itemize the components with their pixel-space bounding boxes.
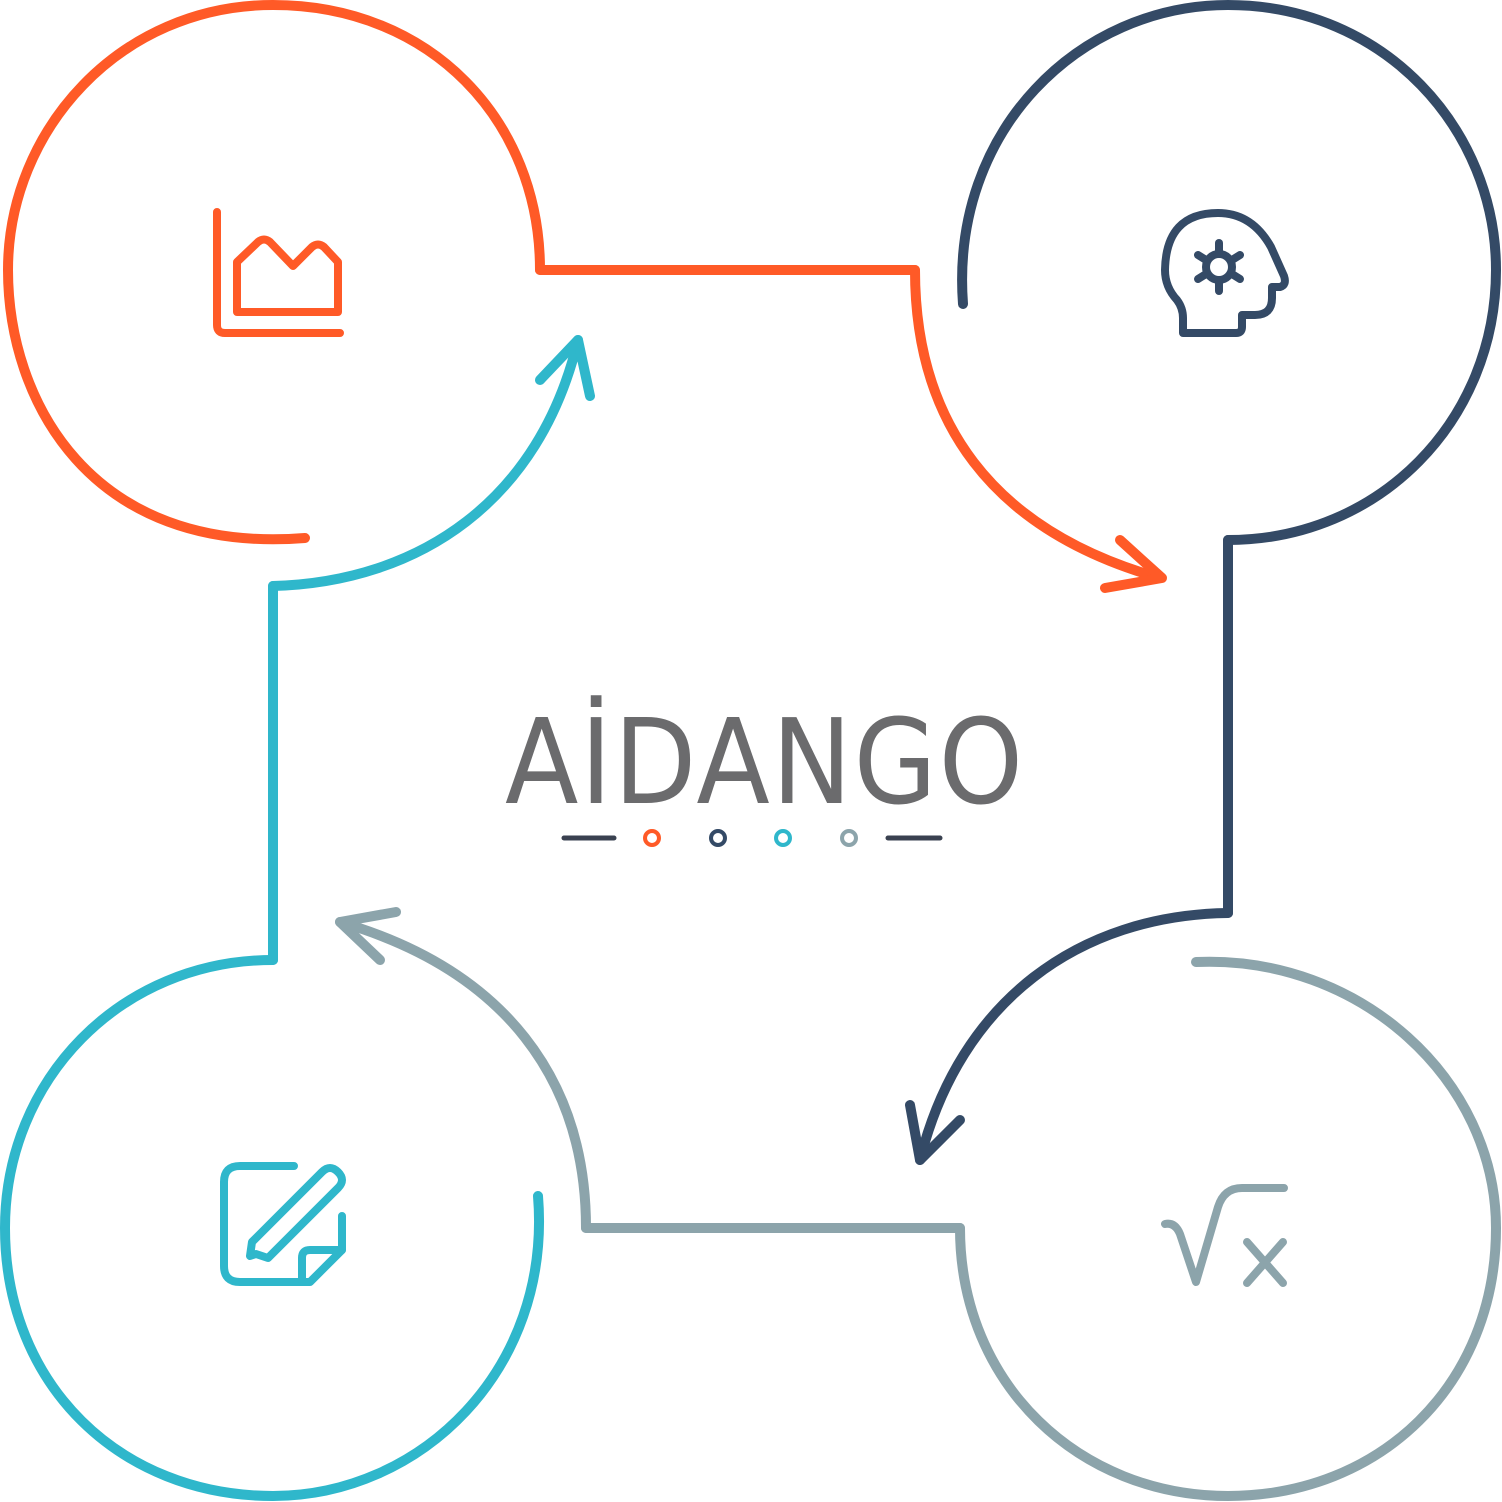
logo-wordmark: AİDANGO <box>505 693 1025 831</box>
note-edit-icon <box>220 1162 346 1286</box>
navy-arrowhead <box>905 1100 965 1165</box>
teal-arrowhead <box>535 335 595 401</box>
gray-arc-arrow <box>335 917 591 1233</box>
logo-dot-navy <box>709 829 727 847</box>
bottom-right-circle <box>955 956 1501 1501</box>
logo-dot-orange <box>643 829 661 847</box>
head-gear-icon <box>1161 209 1289 337</box>
logo-dot-gray <box>840 829 858 847</box>
orange-arrowhead <box>1100 535 1167 593</box>
orange-cycle-group <box>3 0 1167 593</box>
orange-arc-arrow <box>910 265 1165 583</box>
gray-arrowhead <box>335 907 401 965</box>
bottom-left-circle <box>0 955 545 1501</box>
square-root-x-icon <box>1161 1184 1288 1287</box>
navy-cycle-group <box>905 0 1501 1165</box>
area-chart-icon <box>213 208 344 337</box>
teal-cycle-group <box>0 335 595 1501</box>
top-left-circle <box>3 0 545 545</box>
gray-cycle-group <box>335 907 1501 1501</box>
logo-dot-teal <box>774 829 792 847</box>
navy-arc-arrow <box>915 908 1233 1165</box>
top-right-circle <box>957 0 1501 545</box>
teal-arc-arrow <box>268 335 583 591</box>
logo-dots-bar <box>561 829 943 847</box>
